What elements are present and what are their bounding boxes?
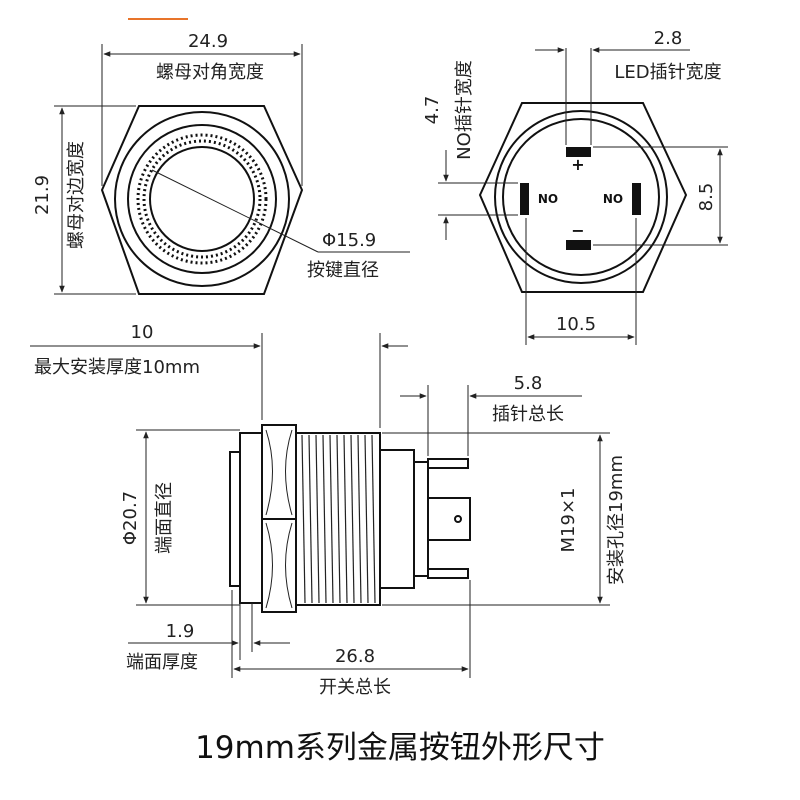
- rear-body: [379, 449, 415, 589]
- button-face: [149, 146, 255, 252]
- rear-outer-ring: [494, 110, 668, 284]
- no-pin-width-label: NO插针宽度: [454, 60, 475, 160]
- pin-no-left-label: NO: [538, 192, 558, 206]
- max-thickness-value: 10: [131, 322, 154, 343]
- rear-width-value: 10.5: [556, 314, 596, 335]
- face-thickness-value: 1.9: [166, 621, 195, 642]
- pin-plus-label: +: [571, 155, 584, 174]
- thread-line: [336, 434, 341, 604]
- side-pin-hole: [454, 515, 462, 523]
- max-thickness-label: 最大安装厚度10mm: [34, 357, 200, 378]
- pin-minus-label: −: [571, 221, 584, 240]
- rear-inner-ring: [502, 118, 660, 276]
- face-diameter-label: 端面直径: [154, 482, 175, 554]
- led-pin-width-value: 2.8: [654, 28, 683, 49]
- no-pin-width-value: 4.7: [422, 96, 443, 125]
- side-view: 10 最大安装厚度10mm 5.8 插针总长 Φ20.7 端面直径 M19×1 …: [30, 322, 627, 698]
- thread-line: [371, 434, 376, 604]
- bezel-body: [239, 432, 263, 604]
- side-pin-middle: [427, 497, 471, 541]
- pin-minus-terminal: [566, 240, 591, 250]
- thread-line: [343, 434, 348, 604]
- nut-diagonal-value: 24.9: [188, 31, 228, 52]
- hex-nut-outline: [100, 105, 304, 295]
- face-plate: [229, 451, 241, 587]
- knurled-ring-inner: [142, 139, 262, 259]
- bezel-ring: [127, 124, 277, 274]
- face-thickness-label: 端面厚度: [126, 652, 198, 673]
- pin-no-left-terminal: [520, 183, 529, 215]
- pin-no-right-label: NO: [603, 192, 623, 206]
- side-hex-nut: [261, 424, 297, 613]
- mount-hole-label: 安装孔径19mm: [606, 455, 627, 585]
- outer-ring: [114, 111, 290, 287]
- pin-length-label: 插针总长: [492, 404, 564, 425]
- knurled-ring-outer: [136, 133, 268, 265]
- rear-hex-nut-outline: [478, 102, 688, 293]
- thread-line: [315, 434, 320, 604]
- led-pin-width-label: LED插针宽度: [614, 62, 721, 83]
- rear-view: + − NO NO 2.8 LED插针宽度 4.7 NO插针宽度 8.5 10.…: [422, 28, 728, 345]
- pin-no-right-terminal: [632, 183, 641, 215]
- thread-line: [357, 434, 362, 604]
- side-pin-top: [427, 458, 469, 469]
- page-title: 19mm系列金属按钮外形尺寸: [195, 730, 605, 766]
- mount-hole-value: M19×1: [558, 488, 579, 553]
- button-diameter-value: Φ15.9: [322, 230, 376, 251]
- face-diameter-value: Φ20.7: [120, 491, 141, 545]
- button-diameter-label: 按键直径: [307, 260, 379, 281]
- side-pin-bottom: [427, 568, 469, 579]
- nut-flat-label: 螺母对边宽度: [66, 141, 87, 249]
- pin-plus-terminal: [566, 147, 591, 157]
- nut-flat-value: 21.9: [32, 175, 53, 215]
- pin-length-value: 5.8: [514, 373, 543, 394]
- thread-line: [322, 434, 327, 604]
- nut-diagonal-label: 螺母对角宽度: [156, 62, 264, 83]
- threads: [301, 434, 376, 604]
- thread-line: [364, 434, 369, 604]
- thread-line: [308, 434, 313, 604]
- rear-height-value: 8.5: [696, 183, 717, 212]
- rear-cap: [413, 461, 429, 577]
- thread-line: [329, 434, 334, 604]
- front-view: 24.9 螺母对角宽度 21.9 螺母对边宽度 Φ15.9 按键直径: [32, 31, 410, 295]
- thread-line: [350, 434, 355, 604]
- total-length-label: 开关总长: [319, 677, 391, 698]
- thread-line: [301, 434, 306, 604]
- total-length-value: 26.8: [335, 646, 375, 667]
